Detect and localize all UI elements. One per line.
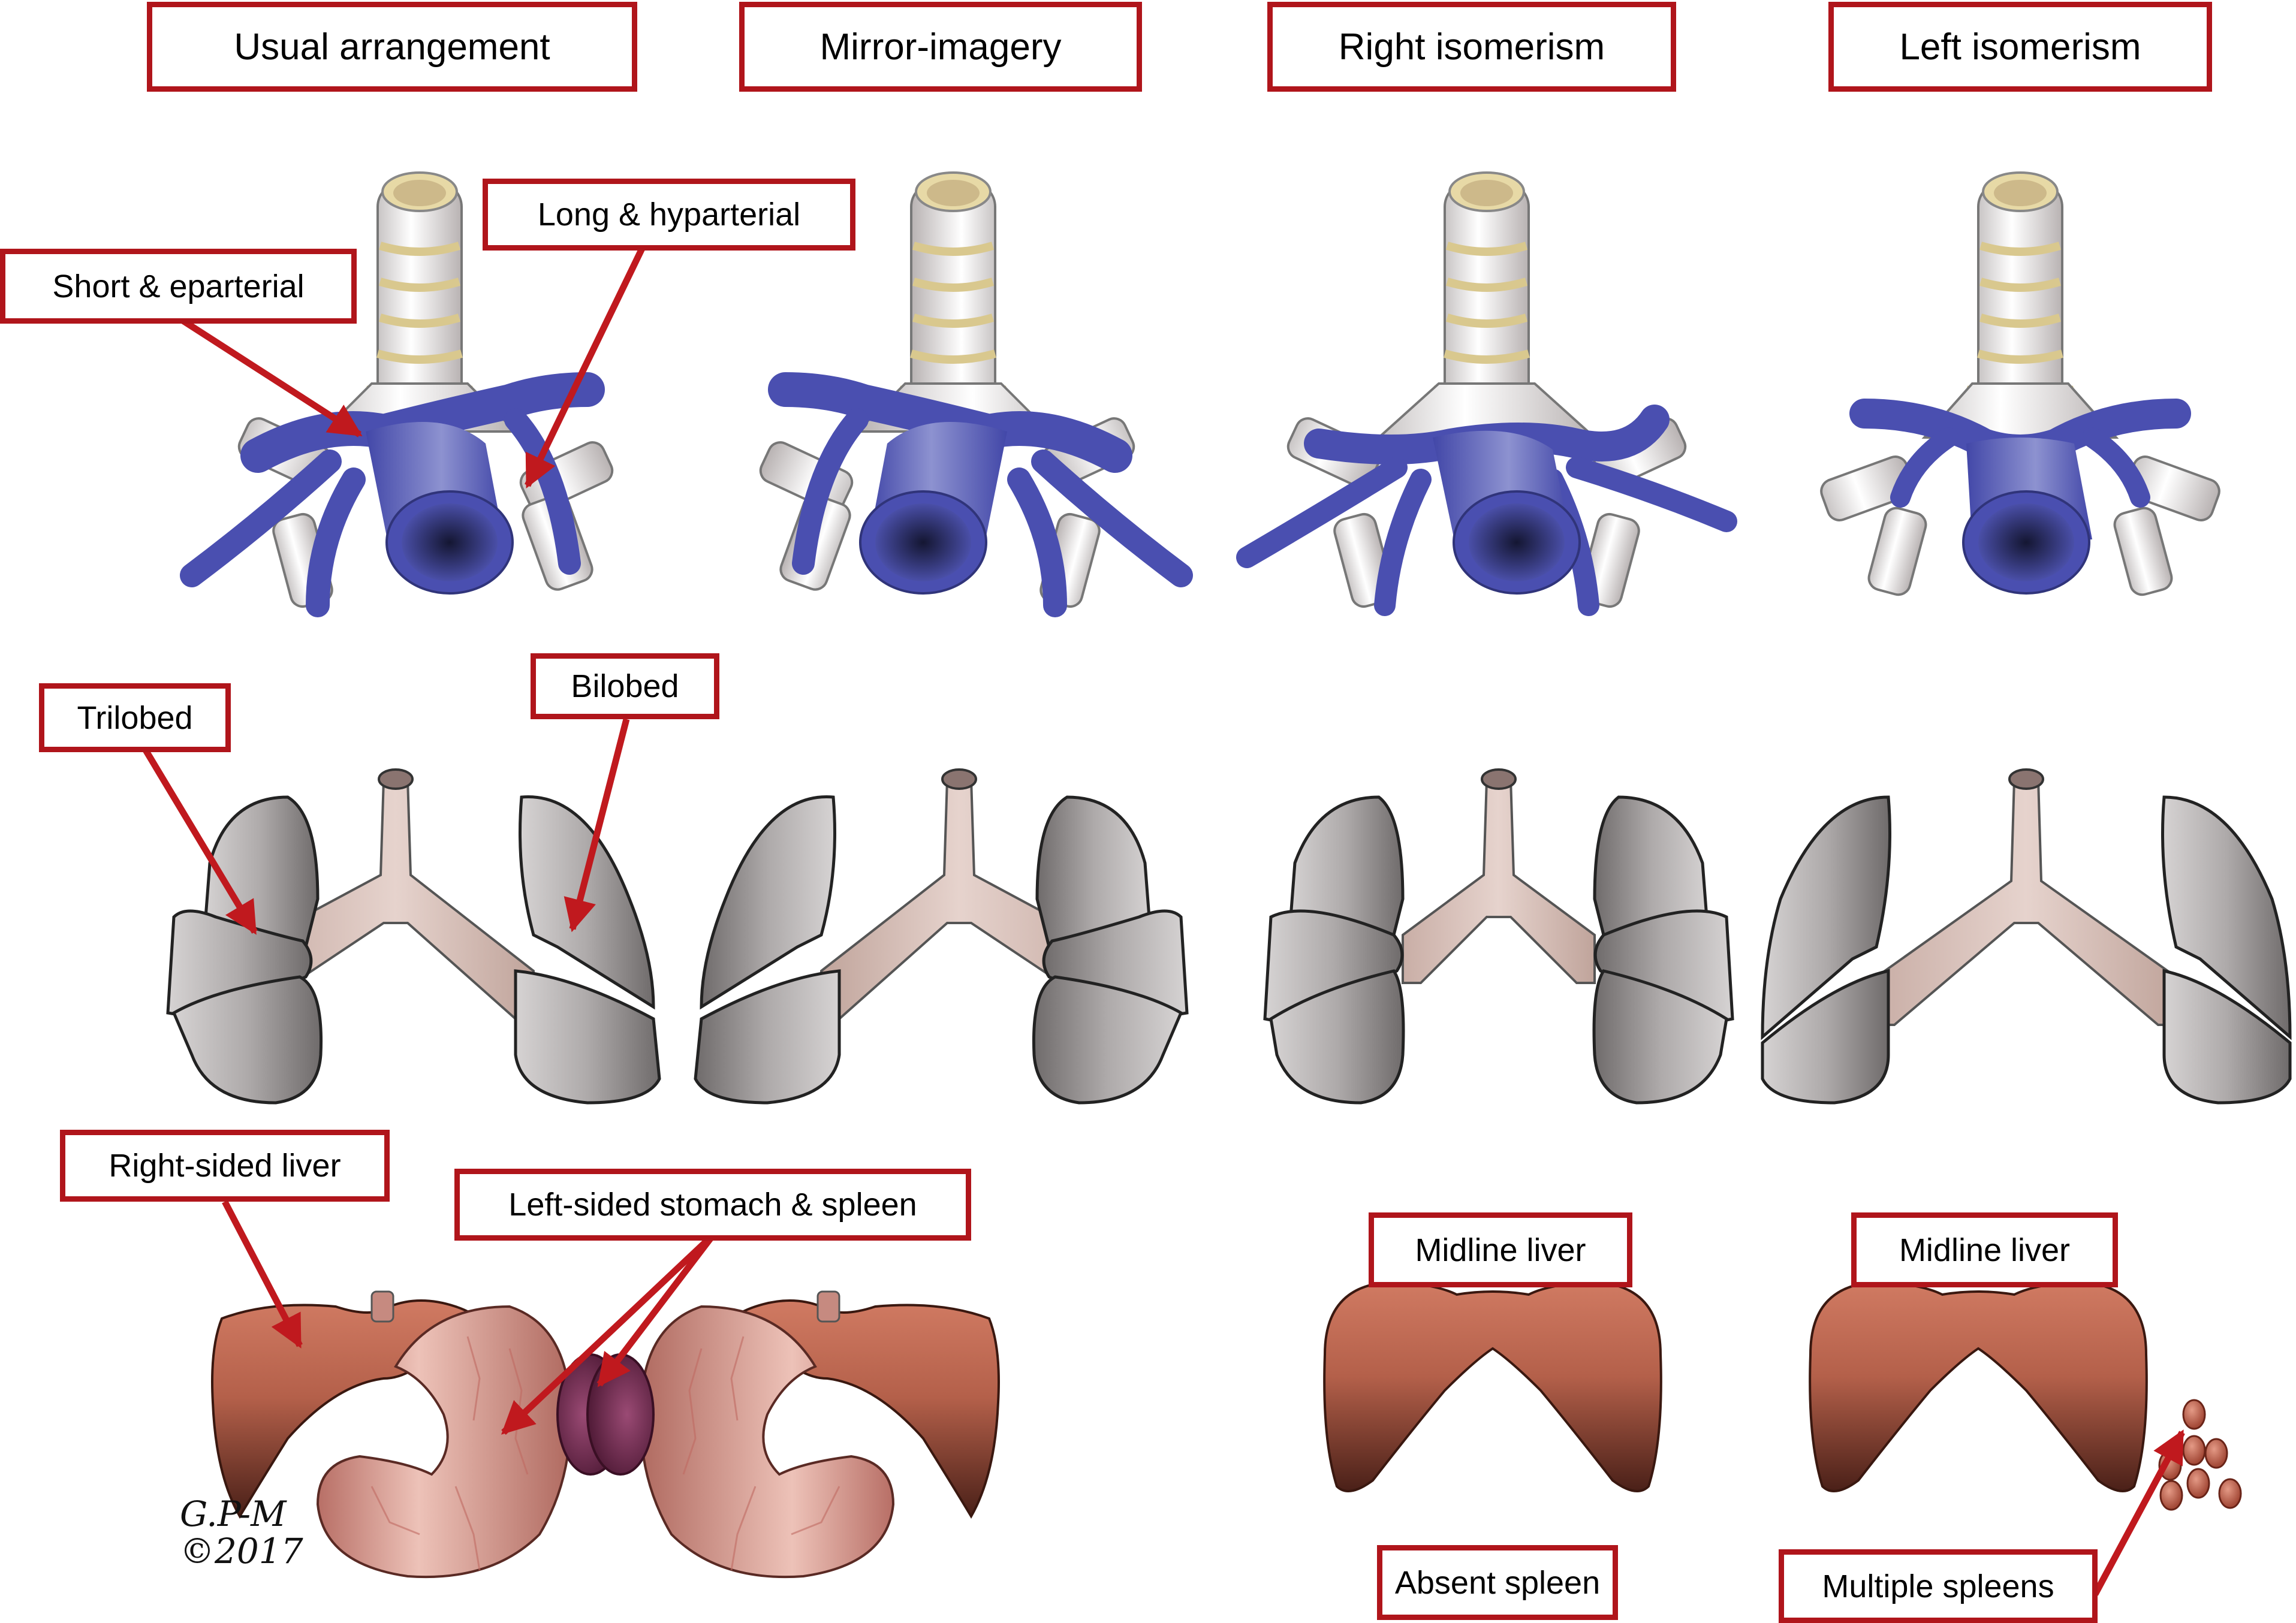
bronchial-tree xyxy=(1402,768,1596,984)
annotation-multiple-spleens: Multiple spleens xyxy=(1779,1549,2098,1623)
column-heading-usual-arrangement: Usual arrangement xyxy=(147,2,637,92)
splenule xyxy=(2218,1478,2242,1509)
left-lung-bilobed xyxy=(514,795,661,1105)
lungs-usual xyxy=(166,768,661,1105)
stomach xyxy=(639,1305,895,1579)
bronchial-tree-left-isomerism xyxy=(1820,171,2220,596)
splenule xyxy=(2204,1438,2228,1469)
splenule xyxy=(2186,1468,2210,1499)
splenule xyxy=(2182,1435,2206,1466)
midline-liver xyxy=(1809,1281,2148,1492)
arrow-spleen xyxy=(596,1232,716,1387)
abdominal-organs-right-isomerism xyxy=(1323,1281,1662,1492)
artist-signature: G.P-M ©2017 xyxy=(180,1495,303,1570)
arrow-right-sided-liver xyxy=(222,1200,303,1349)
arrow-long-hyparterial xyxy=(525,217,659,488)
right-lung-trilobed xyxy=(1263,795,1405,1105)
pointer-arrows xyxy=(135,217,2185,1596)
right-lung-bilobed xyxy=(1761,795,1891,1105)
splenule xyxy=(2159,1480,2183,1511)
left-lung-bilobed xyxy=(2161,795,2292,1105)
annotation-short-eparterial: Short & eparterial xyxy=(0,249,357,324)
lungs-mirror-imagery xyxy=(694,768,1189,1105)
lungs-left-isomerism xyxy=(1761,768,2292,1105)
trachea xyxy=(1921,171,2119,439)
splenule xyxy=(2182,1399,2206,1430)
bilobed-lung xyxy=(694,795,841,1105)
annotation-trilobed: Trilobed xyxy=(39,683,231,752)
bronchial-tree xyxy=(257,768,535,1020)
spleen xyxy=(586,1353,655,1476)
annotation-midline-liver-left-isomerism: Midline liver xyxy=(1851,1212,2118,1287)
esophagus xyxy=(816,1290,840,1323)
esophagus xyxy=(370,1290,394,1323)
annotation-midline-liver-right-isomerism: Midline liver xyxy=(1369,1212,1632,1287)
bronchi xyxy=(1820,455,2220,596)
pulmonary-artery xyxy=(768,372,1193,617)
annotation-long-hyparterial: Long & hyparterial xyxy=(483,179,855,251)
midline-liver xyxy=(1323,1281,1662,1492)
column-heading-mirror-imagery: Mirror-imagery xyxy=(739,2,1142,92)
arrow-stomach xyxy=(501,1232,716,1435)
lungs-right-isomerism xyxy=(1263,768,1734,1105)
abdominal-organs-mirror-imagery xyxy=(586,1290,1000,1579)
annotation-right-sided-liver: Right-sided liver xyxy=(60,1130,390,1202)
annotation-left-sided-stomach-spleen: Left-sided stomach & spleen xyxy=(454,1169,971,1241)
column-heading-right-isomerism: Right isomerism xyxy=(1267,2,1676,92)
multiple-spleens xyxy=(2158,1399,2242,1511)
trilobed-lung xyxy=(1032,795,1189,1105)
pulmonary-artery xyxy=(1849,399,2191,595)
left-lung-trilobed xyxy=(1592,795,1734,1105)
bronchial-tree-mirror xyxy=(759,171,1193,617)
right-lung-trilobed xyxy=(166,795,323,1105)
arrow-short-eparterial xyxy=(181,318,363,438)
bronchial-tree xyxy=(1875,768,2177,1026)
arrow-multiple-spleens xyxy=(2092,1429,2185,1596)
stomach xyxy=(316,1305,572,1579)
signature-copyright: ©2017 xyxy=(180,1531,303,1571)
column-heading-left-isomerism: Left isomerism xyxy=(1828,2,2212,92)
arrow-bilobed xyxy=(564,718,630,933)
arrow-trilobed xyxy=(135,735,258,935)
annotation-bilobed: Bilobed xyxy=(531,653,719,719)
signature-initials: G.P-M xyxy=(180,1494,287,1534)
pulmonary-artery xyxy=(1236,405,1737,616)
bronchial-tree-right-isomerism xyxy=(1236,171,1737,616)
annotation-absent-spleen: Absent spleen xyxy=(1377,1545,1618,1620)
abdominal-organs-left-isomerism xyxy=(1809,1281,2242,1511)
trachea xyxy=(1375,171,1598,439)
